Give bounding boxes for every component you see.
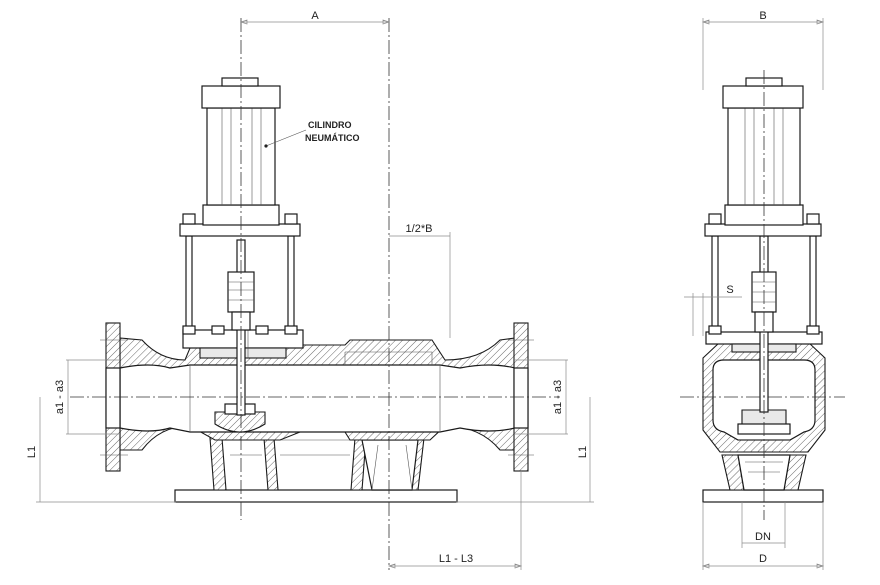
cylinder-leader-dot [264, 144, 268, 148]
front-cylinder-top [221, 77, 259, 87]
dim-label-L1-L3: L1 - L3 [439, 553, 473, 565]
side-base-plate [702, 489, 824, 503]
front-rod-nut-mid [211, 325, 225, 335]
front-right-flange-bore [513, 367, 529, 429]
dim-label-A: A [311, 10, 319, 22]
front-tie-rod-left [185, 235, 193, 331]
dim-label-a1-a3-right: a1 - a3 [552, 380, 564, 414]
side-tie-rod-right [809, 235, 817, 333]
dim-label-a1-a3-left: a1 - a3 [54, 380, 66, 414]
front-yoke-plate [179, 223, 301, 237]
side-rod-nut-low-left [708, 325, 722, 335]
front-rod-nut-low-right [284, 325, 298, 335]
front-outlet-lines [371, 444, 413, 491]
side-cylinder-lines [744, 108, 784, 205]
front-outlet-legs [361, 439, 419, 491]
dim-label-D: D [759, 553, 767, 565]
side-tie-rod-left [711, 235, 719, 333]
dim-label-half-B: 1/2*B [406, 223, 433, 235]
front-rod-nut-mid2 [255, 325, 269, 335]
annotation-cylinder-line2: NEUMÁTICO [305, 133, 360, 143]
side-rod-nut-low-right [806, 325, 820, 335]
side-rod-nut-right [806, 213, 820, 225]
side-cylinder-cap [722, 85, 804, 109]
front-dimensions: A 1/2*B a1 - a3 L1 a1 - a3 L1 L1 - L3 CI… [26, 10, 594, 570]
dim-label-DN: DN [755, 531, 771, 543]
front-tie-rod-right [287, 235, 295, 331]
front-bore-lines [189, 351, 441, 432]
front-support-legs [209, 437, 425, 491]
front-view [70, 18, 560, 570]
front-rod-nut-low-left [182, 325, 196, 335]
front-flange-bolt-lines [100, 339, 534, 456]
dim-label-S: S [726, 284, 733, 296]
side-yoke-plate [704, 223, 822, 237]
annotation-cylinder-line1: CILINDRO [308, 120, 352, 130]
side-view [680, 70, 845, 520]
dim-label-L1-left: L1 [26, 446, 38, 458]
side-rod-nut-left [708, 213, 722, 225]
front-inner-bore [119, 364, 516, 433]
front-cylinder-lines [221, 108, 262, 205]
front-valve-disc [214, 411, 266, 433]
cylinder-leader-line [265, 129, 307, 147]
front-left-flange-bore [105, 367, 121, 429]
dim-label-L1-right: L1 [577, 446, 589, 458]
front-base-plate [174, 489, 458, 503]
side-dimensions: B S DN D [684, 10, 825, 570]
front-rod-nut-left [182, 213, 196, 225]
front-rod-nut-right [284, 213, 298, 225]
dim-label-B: B [759, 10, 766, 22]
